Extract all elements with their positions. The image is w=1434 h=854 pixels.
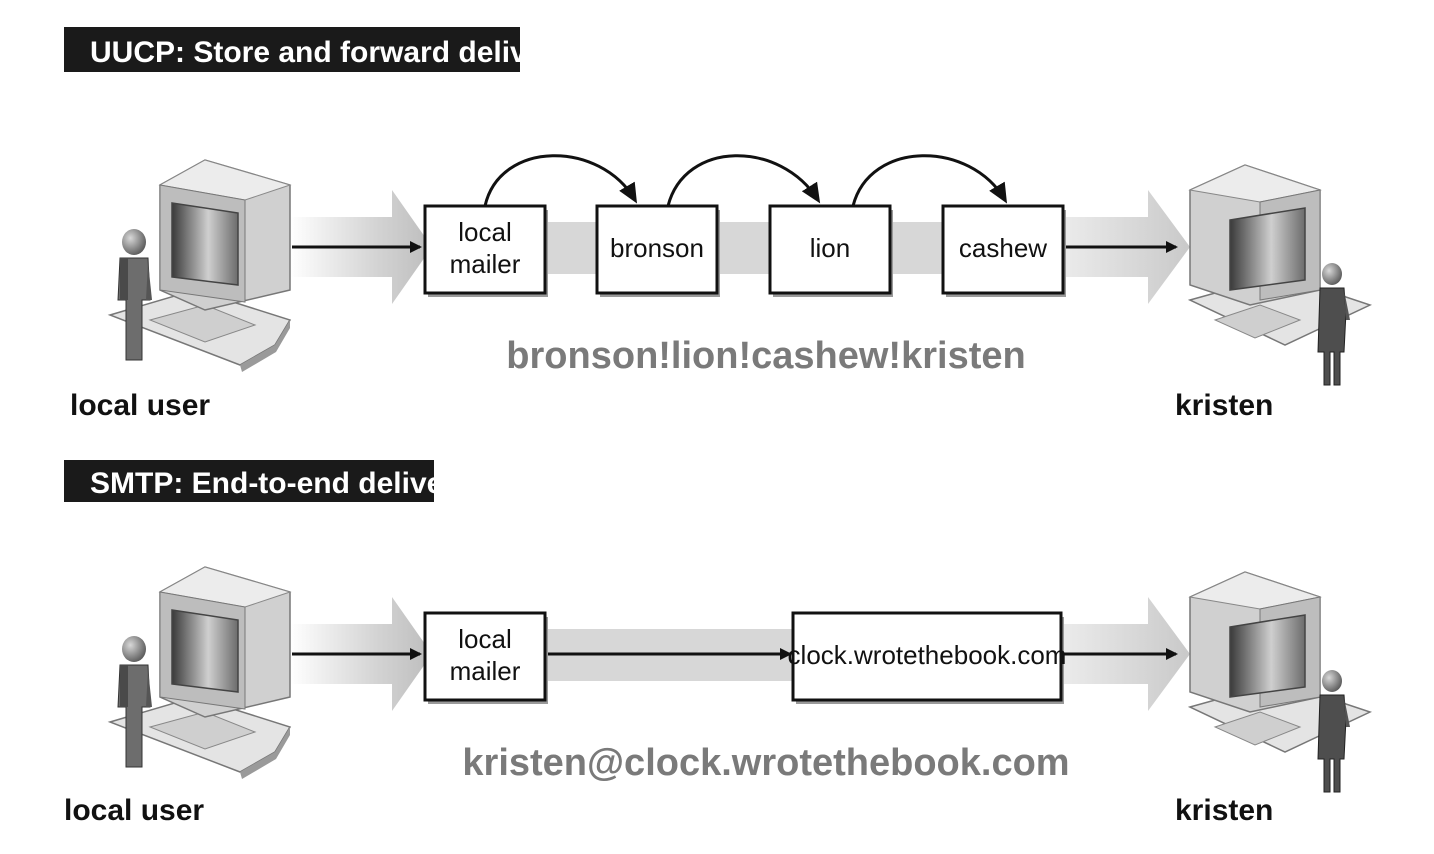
uucp-hop-arrow-1	[483, 154, 638, 207]
smtp-sender-label: local user	[64, 794, 204, 827]
uucp-hop-lion: lion	[768, 204, 893, 297]
uucp-hop-local-mailer: local mailer	[423, 204, 548, 297]
uucp-hop-arrow-3	[851, 154, 1008, 207]
uucp-section: UUCP: Store and forward delivery local m…	[64, 27, 1371, 422]
uucp-title-banner	[64, 27, 520, 72]
uucp-recipient-label: kristen	[1175, 389, 1273, 422]
smtp-mailer-label: local	[458, 624, 511, 654]
uucp-recipient-computer-icon	[1189, 164, 1371, 386]
uucp-hop-bronson: bronson	[595, 204, 720, 297]
uucp-address: bronson!lion!cashew!kristen	[506, 335, 1025, 377]
uucp-hop-arrow-2	[666, 154, 821, 207]
smtp-recipient-computer-icon	[1189, 571, 1371, 793]
uucp-sender-label: local user	[70, 389, 210, 422]
smtp-address: kristen@clock.wrotethebook.com	[462, 742, 1069, 784]
smtp-server-label: clock.wrotethebook.com	[788, 640, 1067, 670]
uucp-sender-computer-icon	[109, 159, 291, 373]
smtp-title: SMTP: End-to-end delivery	[90, 467, 472, 500]
smtp-title-banner	[64, 460, 434, 502]
uucp-hop-cashew: cashew	[941, 204, 1066, 297]
smtp-sender-computer-icon	[109, 566, 291, 780]
uucp-title: UUCP: Store and forward delivery	[90, 36, 572, 69]
smtp-local-mailer-box: local mailer	[423, 611, 548, 704]
uucp-hop-label: bronson	[610, 233, 704, 263]
smtp-server-box: clock.wrotethebook.com	[788, 611, 1067, 704]
uucp-hop-label: cashew	[959, 233, 1047, 263]
smtp-recipient-label: kristen	[1175, 794, 1273, 827]
smtp-section: SMTP: End-to-end delivery local mailer c…	[64, 460, 1371, 827]
uucp-hop-label: lion	[810, 233, 850, 263]
uucp-hop-label: local	[458, 217, 511, 247]
uucp-hop-label: mailer	[450, 249, 521, 279]
smtp-mailer-label: mailer	[450, 656, 521, 686]
